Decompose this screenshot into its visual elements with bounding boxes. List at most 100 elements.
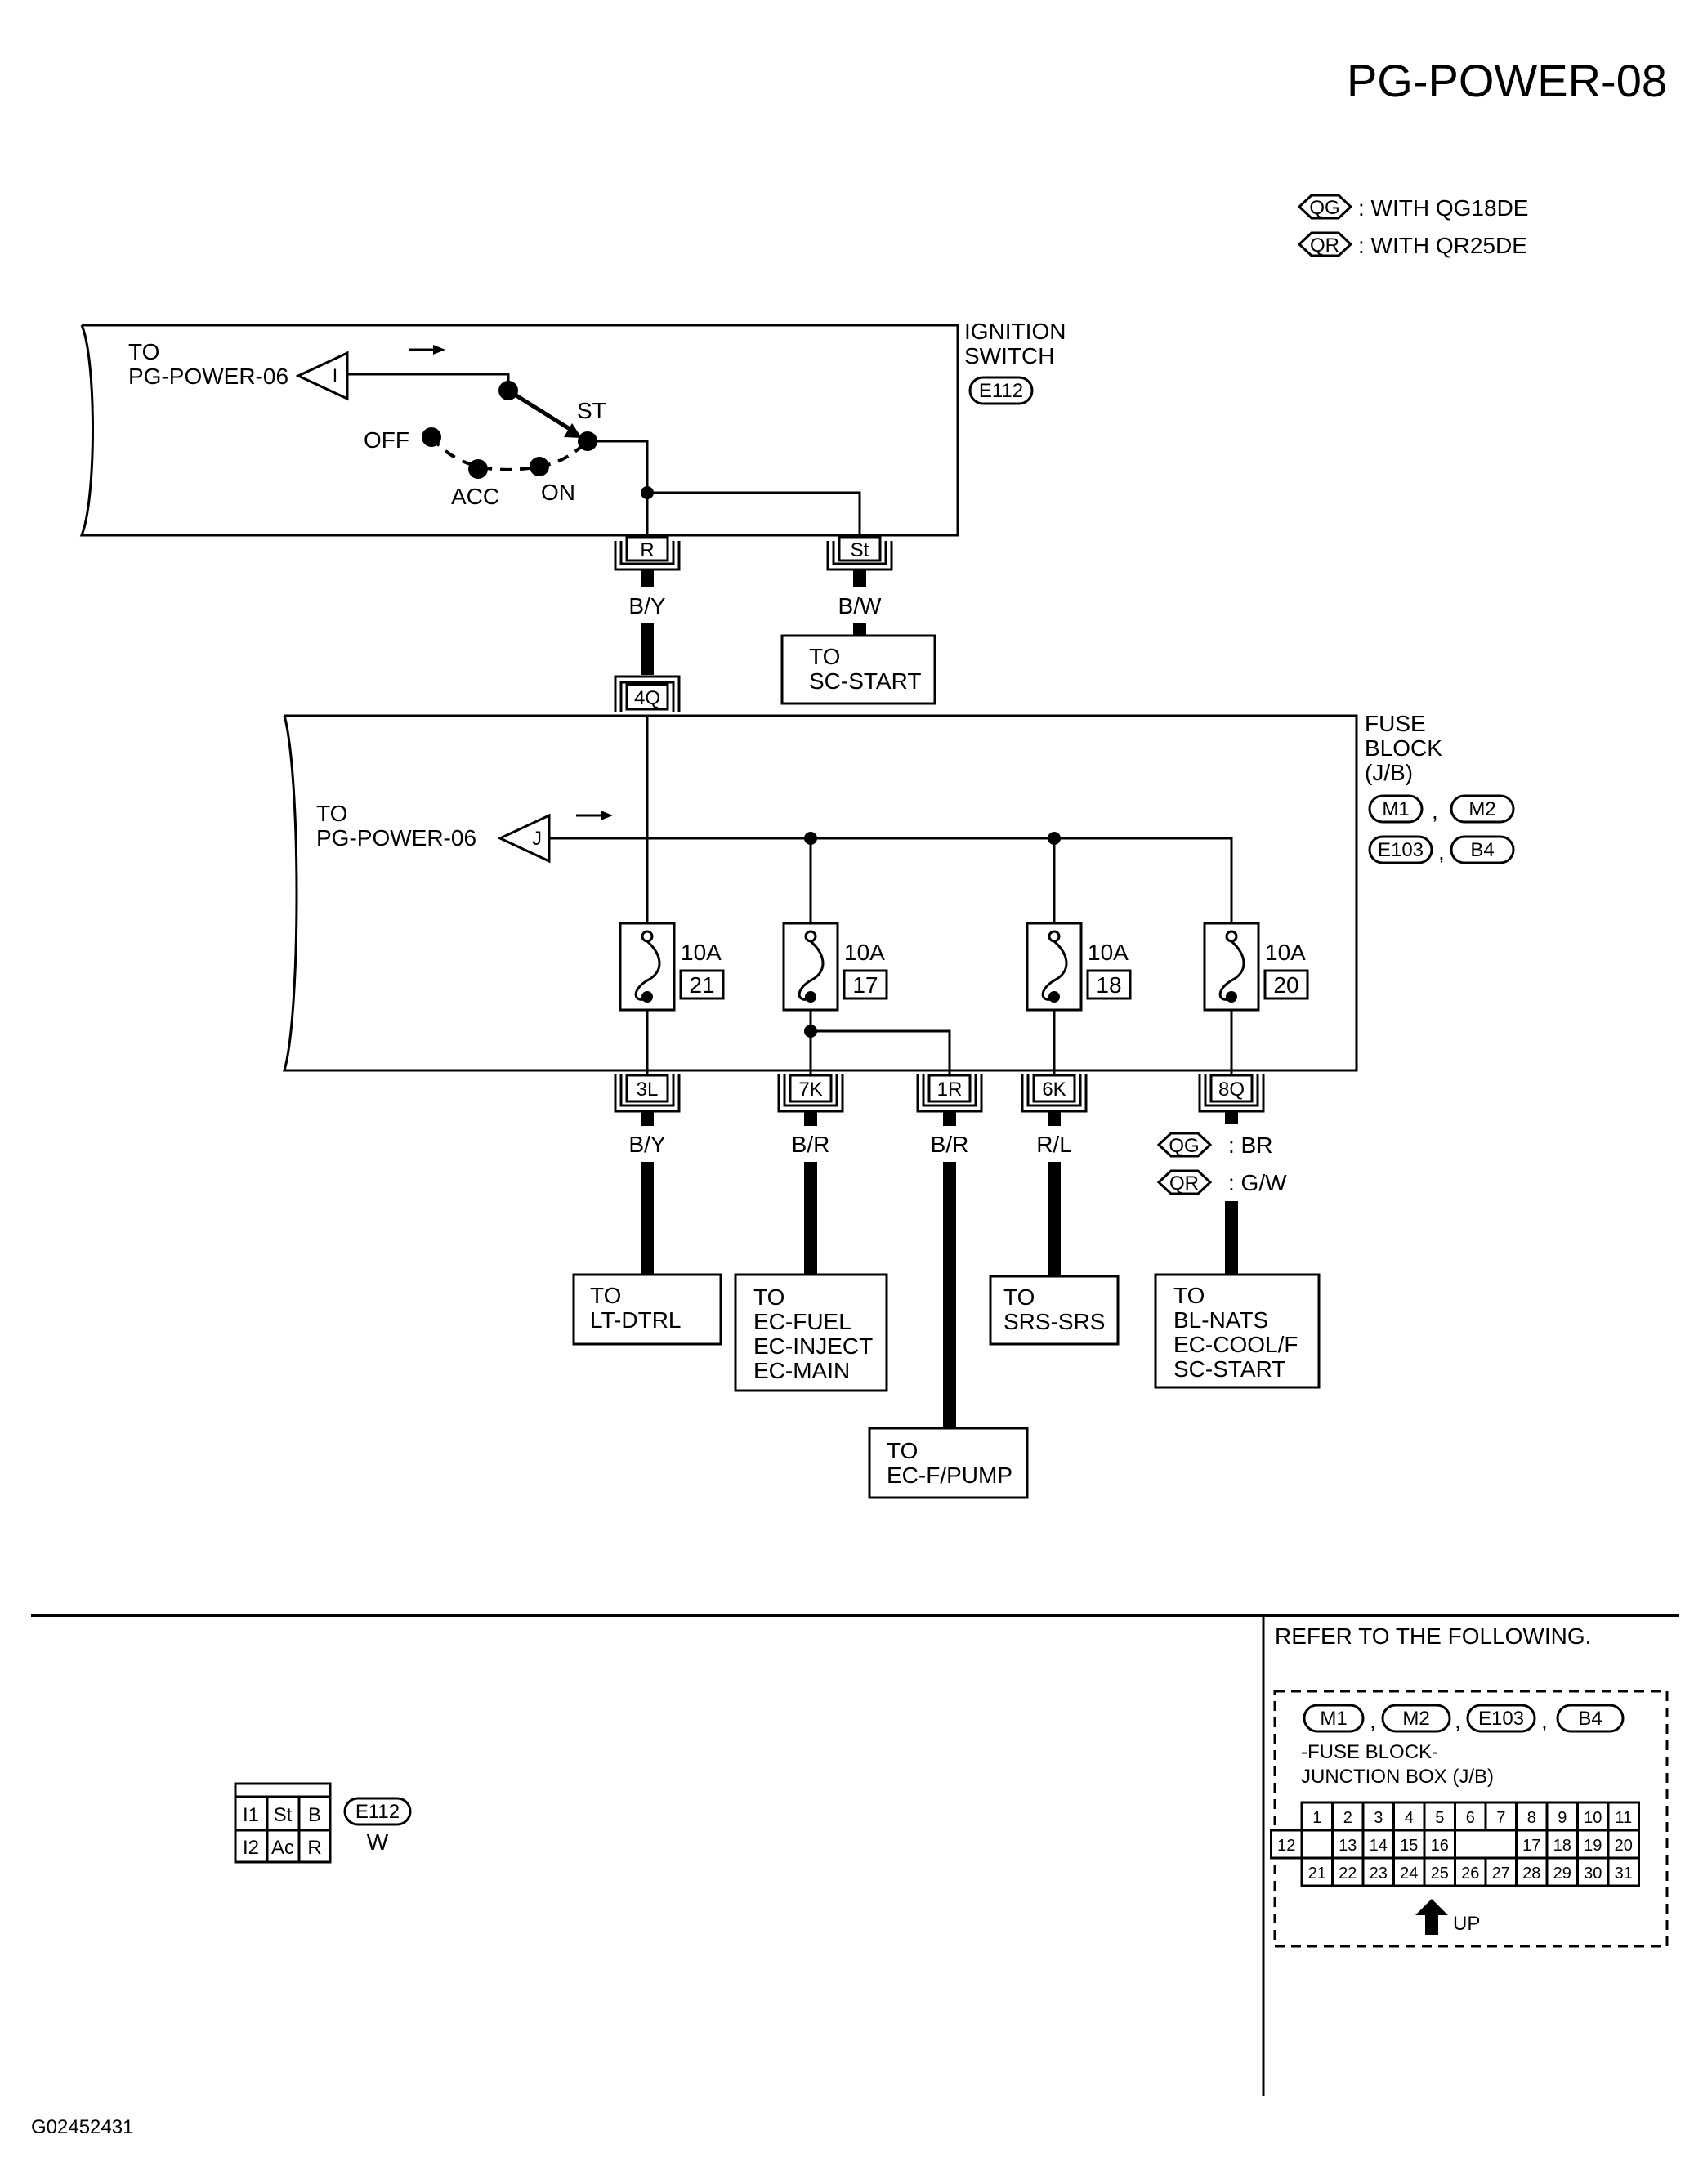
fuse-17-amp: 10A bbox=[844, 940, 885, 965]
connector-view-e112: I1 St B I2 Ac R E112 W bbox=[234, 1782, 412, 1864]
refer-desc-1: -FUSE BLOCK- bbox=[1301, 1741, 1438, 1763]
fb-to-label-1: TO bbox=[316, 801, 347, 826]
refer-conn-m1: M1 bbox=[1320, 1708, 1347, 1730]
fb-terminal-3l-label: 3L bbox=[637, 1079, 659, 1101]
e112-pin-b: B bbox=[308, 1804, 321, 1826]
ignition-switch-label-1: IGNITION bbox=[964, 319, 1066, 344]
wire-variant-qr-color: : G/W bbox=[1228, 1170, 1287, 1195]
fb-to-label-2: PG-POWER-06 bbox=[316, 825, 476, 851]
ignition-switch-label-2: SWITCH bbox=[964, 343, 1054, 368]
wire-color-7k: B/R bbox=[792, 1132, 830, 1157]
fuse-17-number: 17 bbox=[852, 972, 878, 998]
refer-conn-m2: M2 bbox=[1402, 1708, 1429, 1730]
refer-conn-b4: B4 bbox=[1578, 1708, 1602, 1730]
ign-terminal-st: St bbox=[826, 536, 893, 571]
jb-pin-2: 2 bbox=[1343, 1809, 1352, 1827]
dest-bl-nats-line2: BL-NATS bbox=[1173, 1307, 1268, 1333]
fuse-18-amp: 10A bbox=[1088, 940, 1129, 965]
refer-conn-e103: E103 bbox=[1478, 1708, 1524, 1730]
refer-sep-2: , bbox=[1455, 1708, 1461, 1733]
fb-conn-m1: M1 bbox=[1382, 798, 1409, 820]
fuse-block-label-3: (J/B) bbox=[1365, 760, 1413, 785]
up-label: UP bbox=[1453, 1913, 1480, 1935]
jb-pin-29: 29 bbox=[1553, 1865, 1571, 1883]
jb-pin-25: 25 bbox=[1431, 1865, 1449, 1883]
jb-pin-3: 3 bbox=[1374, 1809, 1383, 1827]
fb-terminal-6k-label: 6K bbox=[1042, 1079, 1066, 1101]
wire-color-6k: R/L bbox=[1036, 1132, 1072, 1157]
jb-pin-23: 23 bbox=[1370, 1865, 1388, 1883]
jb-pin-7: 7 bbox=[1496, 1809, 1505, 1827]
dest-lt-dtrl-line2: LT-DTRL bbox=[590, 1307, 682, 1333]
e112-connector-color: W bbox=[367, 1829, 389, 1855]
dest-srs-srs-line1: TO bbox=[1003, 1284, 1035, 1310]
jb-pin-26: 26 bbox=[1461, 1865, 1479, 1883]
fb-terminal-4q-label: 4Q bbox=[634, 687, 660, 709]
dest-ec-fuel: TO EC-FUEL EC-INJECT EC-MAIN bbox=[734, 1273, 888, 1392]
figure-id: G02452431 bbox=[31, 2116, 133, 2138]
fb-conn-b4: B4 bbox=[1470, 839, 1494, 861]
fb-sep-1: , bbox=[1432, 798, 1438, 824]
e112-pin-i2: I2 bbox=[243, 1837, 259, 1859]
e112-pin-i1: I1 bbox=[243, 1804, 259, 1826]
jb-pin-24: 24 bbox=[1400, 1865, 1418, 1883]
fb-terminal-8q: 8Q bbox=[1198, 1074, 1265, 1113]
wire-variant-qg-tag: QG bbox=[1169, 1135, 1199, 1157]
dest-sc-start-top-line2: SC-START bbox=[809, 668, 921, 694]
jb-pin-30: 30 bbox=[1584, 1865, 1602, 1883]
dest-srs-srs: TO SRS-SRS bbox=[989, 1275, 1120, 1346]
fuse-20-amp: 10A bbox=[1265, 940, 1306, 965]
fuse-18: 10A 18 bbox=[1026, 922, 1132, 1012]
pos-on: ON bbox=[541, 480, 575, 505]
wire-color-3l: B/Y bbox=[628, 1132, 665, 1157]
dest-ec-fuel-line3: EC-INJECT bbox=[753, 1333, 873, 1359]
jb-pin-28: 28 bbox=[1522, 1865, 1540, 1883]
ign-to-label-1: TO bbox=[128, 339, 159, 364]
fb-input-tag: J bbox=[532, 828, 542, 850]
wire-color-1r: B/R bbox=[931, 1132, 969, 1157]
legend-tag-qg: QG bbox=[1309, 197, 1339, 219]
fb-terminal-8q-label: 8Q bbox=[1218, 1079, 1245, 1101]
ign-terminal-r: R bbox=[614, 536, 681, 571]
ign-to-label-2: PG-POWER-06 bbox=[128, 364, 288, 389]
dest-sc-start-top-line1: TO bbox=[809, 644, 840, 669]
dest-bl-nats: TO BL-NATS EC-COOL/F SC-START bbox=[1154, 1273, 1321, 1389]
wire-variants-8q: QG : BR QR : G/W bbox=[1156, 1132, 1287, 1195]
wire-variant-qg-color: : BR bbox=[1228, 1132, 1272, 1158]
jb-pin-12: 12 bbox=[1277, 1837, 1295, 1855]
ign-terminal-st-label: St bbox=[851, 539, 869, 561]
legend-text-qr: : WITH QR25DE bbox=[1358, 233, 1527, 258]
jb-pin-14: 14 bbox=[1370, 1837, 1388, 1855]
dest-bl-nats-line1: TO bbox=[1173, 1283, 1205, 1308]
fb-conn-m2: M2 bbox=[1468, 798, 1495, 820]
pos-acc: ACC bbox=[451, 484, 499, 509]
page-title: PG-POWER-08 bbox=[1347, 55, 1667, 106]
fb-terminal-1r-label: 1R bbox=[937, 1079, 963, 1101]
jb-pin-13: 13 bbox=[1339, 1837, 1357, 1855]
fb-conn-e103: E103 bbox=[1378, 839, 1424, 861]
pos-off: OFF bbox=[364, 427, 409, 453]
jb-pin-16: 16 bbox=[1431, 1837, 1449, 1855]
jb-pin-6: 6 bbox=[1466, 1809, 1475, 1827]
fuse-21-number: 21 bbox=[689, 972, 714, 998]
jb-pin-27: 27 bbox=[1492, 1865, 1510, 1883]
dest-lt-dtrl-line1: TO bbox=[590, 1283, 621, 1308]
dest-sc-start-top: TO SC-START bbox=[780, 634, 936, 705]
refer-sep-3: , bbox=[1541, 1708, 1548, 1733]
fuse-18-number: 18 bbox=[1096, 972, 1121, 998]
jb-pin-4: 4 bbox=[1405, 1809, 1414, 1827]
fb-terminal-7k-label: 7K bbox=[798, 1079, 822, 1101]
fuse-20: 10A 20 bbox=[1203, 922, 1309, 1012]
pos-st: ST bbox=[577, 398, 606, 423]
fuse-block-label-1: FUSE bbox=[1365, 711, 1426, 736]
jb-pin-5: 5 bbox=[1435, 1809, 1444, 1827]
dest-bl-nats-line4: SC-START bbox=[1173, 1356, 1285, 1382]
dest-ec-fuel-line2: EC-FUEL bbox=[753, 1309, 852, 1334]
legend: QG : WITH QG18DE QR : WITH QR25DE bbox=[1297, 194, 1528, 258]
jb-pin-9: 9 bbox=[1558, 1809, 1567, 1827]
dest-bl-nats-line3: EC-COOL/F bbox=[1173, 1332, 1298, 1357]
fuse-block: 4Q FUSE BLOCK (J/B) M1 , M2 E103 , B4 TO… bbox=[283, 675, 1515, 1113]
wire-variant-qr-tag: QR bbox=[1169, 1172, 1199, 1195]
